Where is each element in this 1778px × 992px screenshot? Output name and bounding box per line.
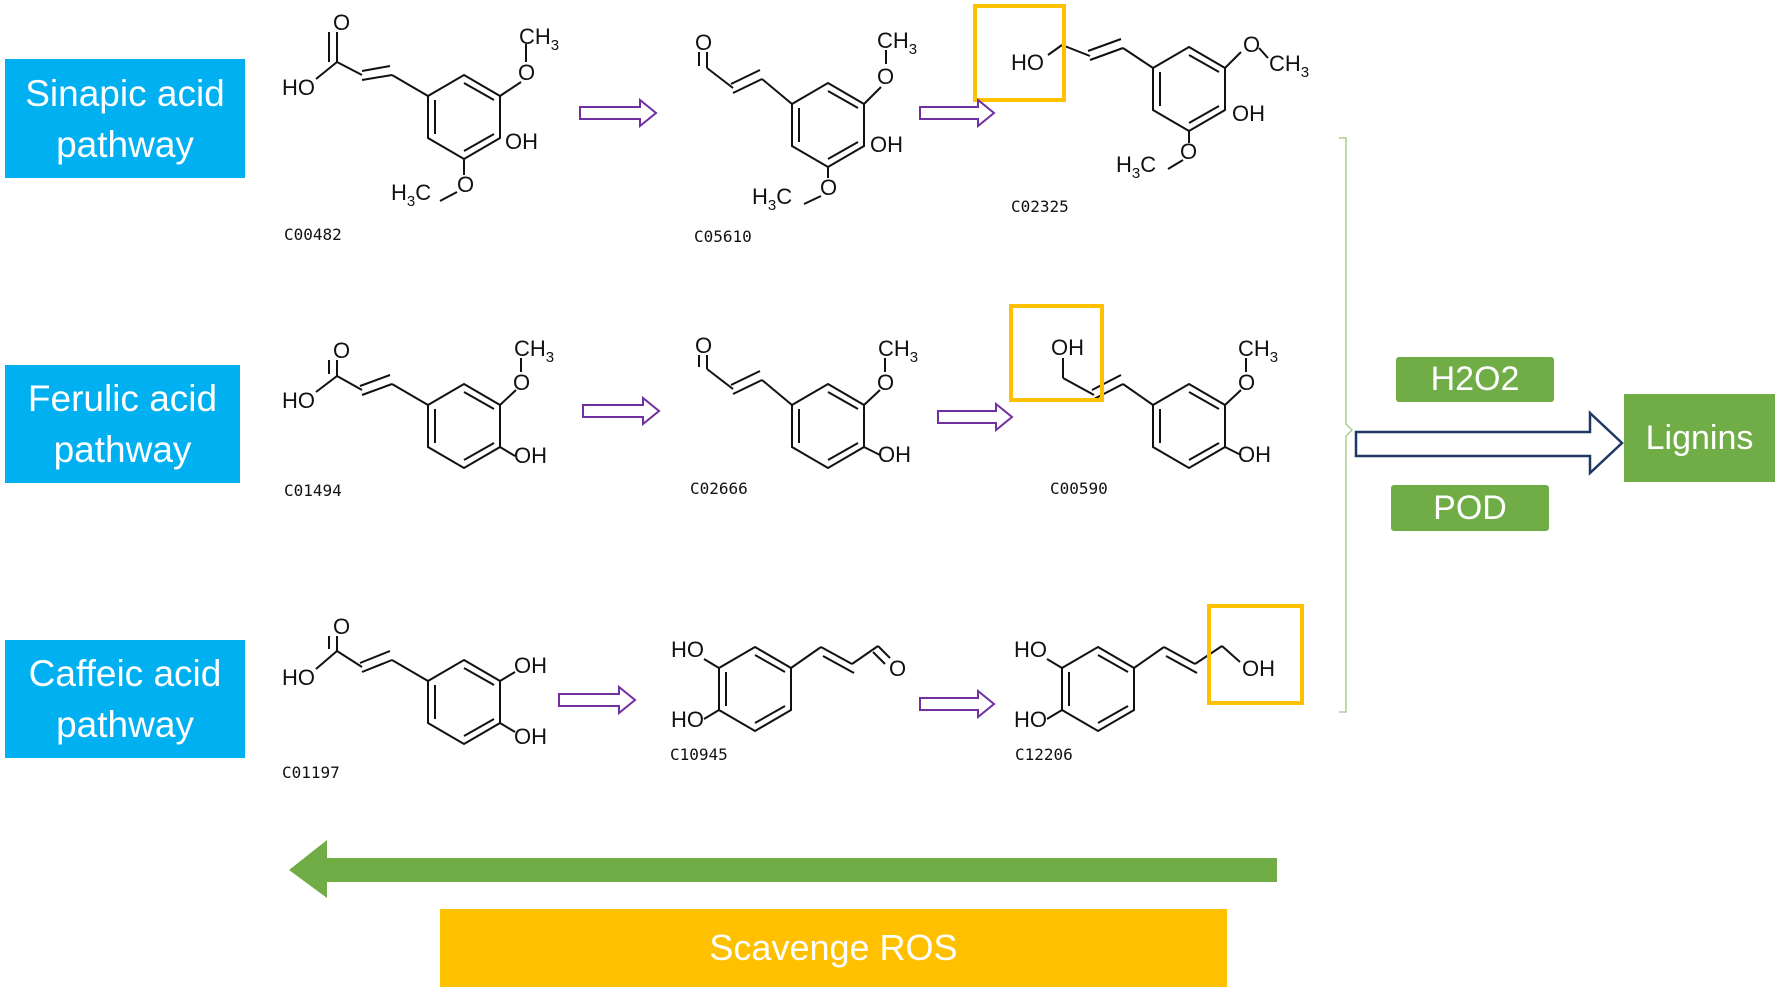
methyl-label: H3C xyxy=(1116,152,1156,182)
atom-label: OH xyxy=(505,129,538,154)
methyl-label: CH3 xyxy=(519,24,559,54)
atom-label: O xyxy=(457,172,474,197)
atom-label: OH xyxy=(1232,101,1265,126)
atom-label: HO xyxy=(282,388,315,413)
atom-label: O xyxy=(877,64,894,89)
atom-label: O xyxy=(695,30,712,55)
atoms-c12206: HO HO OH xyxy=(1014,637,1275,732)
atom-label: O xyxy=(333,614,350,639)
compound-code: C01494 xyxy=(284,481,342,500)
hydroxyl-highlight xyxy=(1009,304,1104,402)
compound-code: C10945 xyxy=(670,745,728,764)
reaction-arrow xyxy=(579,97,658,129)
structure-c10945 xyxy=(703,645,891,733)
methyl-label: CH3 xyxy=(514,336,554,366)
compound-code: C00590 xyxy=(1050,479,1108,498)
atom-label: OH xyxy=(514,724,547,749)
compound-code: C00482 xyxy=(284,225,342,244)
methyl-label: CH3 xyxy=(878,336,918,366)
compound-code: C12206 xyxy=(1015,745,1073,764)
atom-label: O xyxy=(877,370,894,395)
reaction-arrow xyxy=(937,401,1014,433)
atom-label: O xyxy=(1180,139,1197,164)
atom-label: OH xyxy=(1051,335,1084,360)
structure-c05610 xyxy=(698,50,887,205)
atoms-c01197: O HO OH OH xyxy=(282,614,547,749)
methyl-label: CH3 xyxy=(877,28,917,58)
atom-label: OH xyxy=(870,132,903,157)
methyl-label: H3C xyxy=(752,184,792,214)
atoms-c05610: O O CH3 OH O H3C xyxy=(695,28,917,214)
atom-label: O xyxy=(518,60,535,85)
structure-c00590 xyxy=(1062,358,1247,470)
atom-label: OH xyxy=(514,653,547,678)
atom-label: OH xyxy=(1242,656,1275,681)
atom-label: HO xyxy=(282,665,315,690)
atom-label: O xyxy=(333,338,350,363)
structure-c12206 xyxy=(1046,645,1241,733)
reaction-arrow xyxy=(558,684,637,716)
atom-label: HO xyxy=(1014,637,1047,662)
structure-c01494 xyxy=(315,358,522,470)
compound-code: C05610 xyxy=(694,227,752,246)
atom-label: HO xyxy=(671,637,704,662)
pathway-label-caffeic: Caffeic acid pathway xyxy=(5,640,245,758)
atom-label: OH xyxy=(878,442,911,467)
methyl-label: CH3 xyxy=(1238,336,1278,366)
atom-label: HO xyxy=(1014,707,1047,732)
atoms-c02666: O O CH3 OH xyxy=(695,333,918,467)
pod-label: POD xyxy=(1391,485,1549,531)
atom-label: OH xyxy=(514,443,547,468)
atoms-c00590: OH O CH3 OH xyxy=(1051,335,1278,467)
atom-label: HO xyxy=(1011,50,1044,75)
structure-c01197 xyxy=(315,636,516,746)
hydroxyl-highlight xyxy=(1207,604,1304,705)
atoms-c01494: O HO O CH3 OH xyxy=(282,336,554,468)
scavenge-arrow xyxy=(289,840,1277,898)
compound-code: C01197 xyxy=(282,763,340,782)
atom-label: HO xyxy=(671,707,704,732)
atom-label: O xyxy=(889,656,906,681)
atoms-c02325: HO O CH3 OH O H3C xyxy=(1011,32,1309,182)
atom-label: O xyxy=(333,10,350,35)
compound-code: C02666 xyxy=(690,479,748,498)
scavenge-ros-bar: Scavenge ROS xyxy=(440,909,1227,987)
atom-label: O xyxy=(1238,370,1255,395)
atoms-c00482: O HO O CH3 OH O H3C xyxy=(282,10,559,210)
pathway-label-ferulic: Ferulic acid pathway xyxy=(5,365,240,483)
atom-label: OH xyxy=(1238,442,1271,467)
atom-label: HO xyxy=(282,75,315,100)
lignins-box: Lignins xyxy=(1624,394,1775,482)
h2o2-label: H2O2 xyxy=(1396,357,1554,402)
structure-c02666 xyxy=(698,355,886,470)
atoms-c10945: HO HO O xyxy=(671,637,906,732)
lignin-arrow xyxy=(1354,410,1624,476)
merge-bracket xyxy=(1339,137,1354,713)
reaction-arrow xyxy=(919,97,996,129)
atom-label: O xyxy=(695,333,712,358)
reaction-arrow xyxy=(919,688,996,720)
atom-label: O xyxy=(1243,32,1260,57)
methyl-label: H3C xyxy=(391,180,431,210)
methyl-label: CH3 xyxy=(1269,51,1309,81)
hydroxyl-highlight xyxy=(973,4,1066,102)
reaction-arrow xyxy=(582,395,661,427)
atom-label: O xyxy=(820,175,837,200)
compound-code: C02325 xyxy=(1011,197,1069,216)
pathway-label-sinapic: Sinapic acid pathway xyxy=(5,59,245,178)
structure-c02325 xyxy=(1047,38,1269,170)
structure-c00482 xyxy=(315,32,527,202)
atom-label: O xyxy=(513,370,530,395)
